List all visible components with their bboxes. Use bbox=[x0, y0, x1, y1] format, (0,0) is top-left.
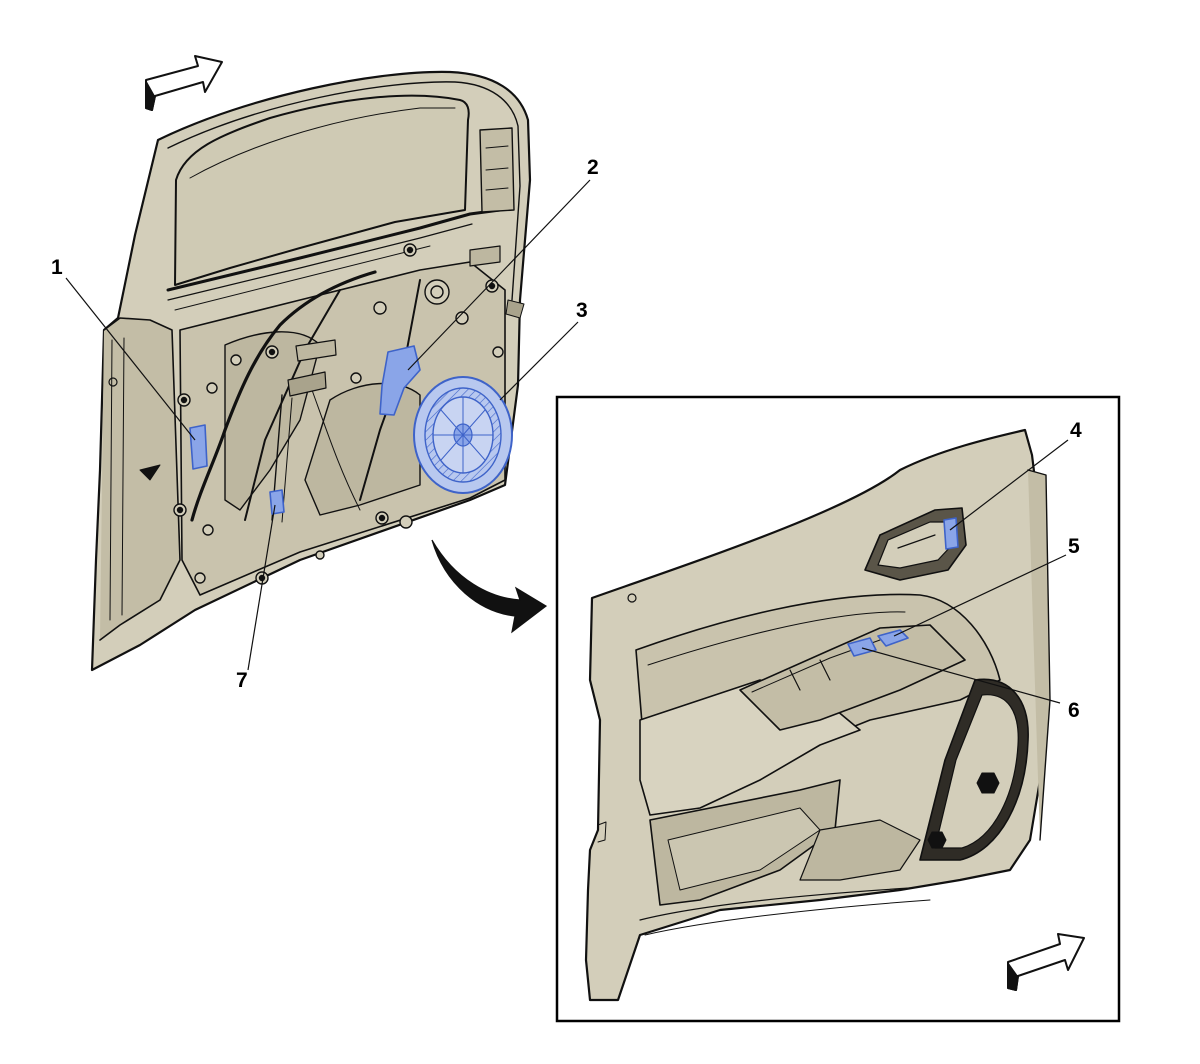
direction-arrow-icon bbox=[145, 55, 223, 111]
speaker-grille bbox=[919, 678, 1029, 861]
belt-moulding bbox=[166, 208, 502, 292]
callout-3: 3 bbox=[576, 299, 588, 322]
door-trim-panel bbox=[584, 428, 1051, 1002]
component-7-connector bbox=[269, 489, 285, 515]
direction-arrow-icon bbox=[1007, 933, 1085, 991]
callout-1: 1 bbox=[51, 256, 63, 279]
callout-5: 5 bbox=[1068, 535, 1080, 558]
latch-bracket bbox=[479, 127, 515, 213]
leader-line-6 bbox=[861, 647, 1061, 704]
window-frame bbox=[167, 81, 521, 301]
leader-line-3 bbox=[499, 321, 579, 401]
callout-2: 2 bbox=[587, 156, 599, 179]
speaker-fastener-icon bbox=[976, 772, 1000, 794]
component-3-speaker bbox=[413, 376, 513, 494]
component-1-connector bbox=[189, 424, 208, 470]
component-5-switch bbox=[877, 629, 909, 647]
fastener-holes bbox=[173, 143, 512, 585]
leader-line-4 bbox=[949, 439, 1069, 531]
regulator-rail bbox=[244, 289, 341, 521]
component-6-switch bbox=[847, 637, 877, 657]
callout-7: 7 bbox=[236, 669, 248, 692]
component-2-window-motor bbox=[379, 345, 421, 416]
leader-line-1 bbox=[65, 277, 196, 441]
highlighted-components-left bbox=[189, 345, 513, 515]
switch-pod bbox=[739, 624, 966, 731]
hinge-pillar bbox=[99, 317, 181, 641]
door-frame-assembly bbox=[90, 70, 532, 672]
highlighted-components-inset bbox=[847, 517, 959, 657]
window-glass bbox=[174, 94, 470, 286]
transition-arrow-icon bbox=[431, 539, 548, 634]
callout-6: 6 bbox=[1068, 699, 1080, 722]
component-4-lock-switch bbox=[943, 517, 959, 550]
wiring-harness bbox=[190, 270, 377, 522]
leader-line-7 bbox=[247, 504, 276, 671]
callout-4: 4 bbox=[1070, 419, 1082, 442]
leader-lines bbox=[65, 179, 1069, 704]
leader-line-2 bbox=[407, 179, 591, 371]
leader-line-5 bbox=[893, 554, 1067, 637]
speaker-fastener-icon bbox=[927, 831, 947, 849]
